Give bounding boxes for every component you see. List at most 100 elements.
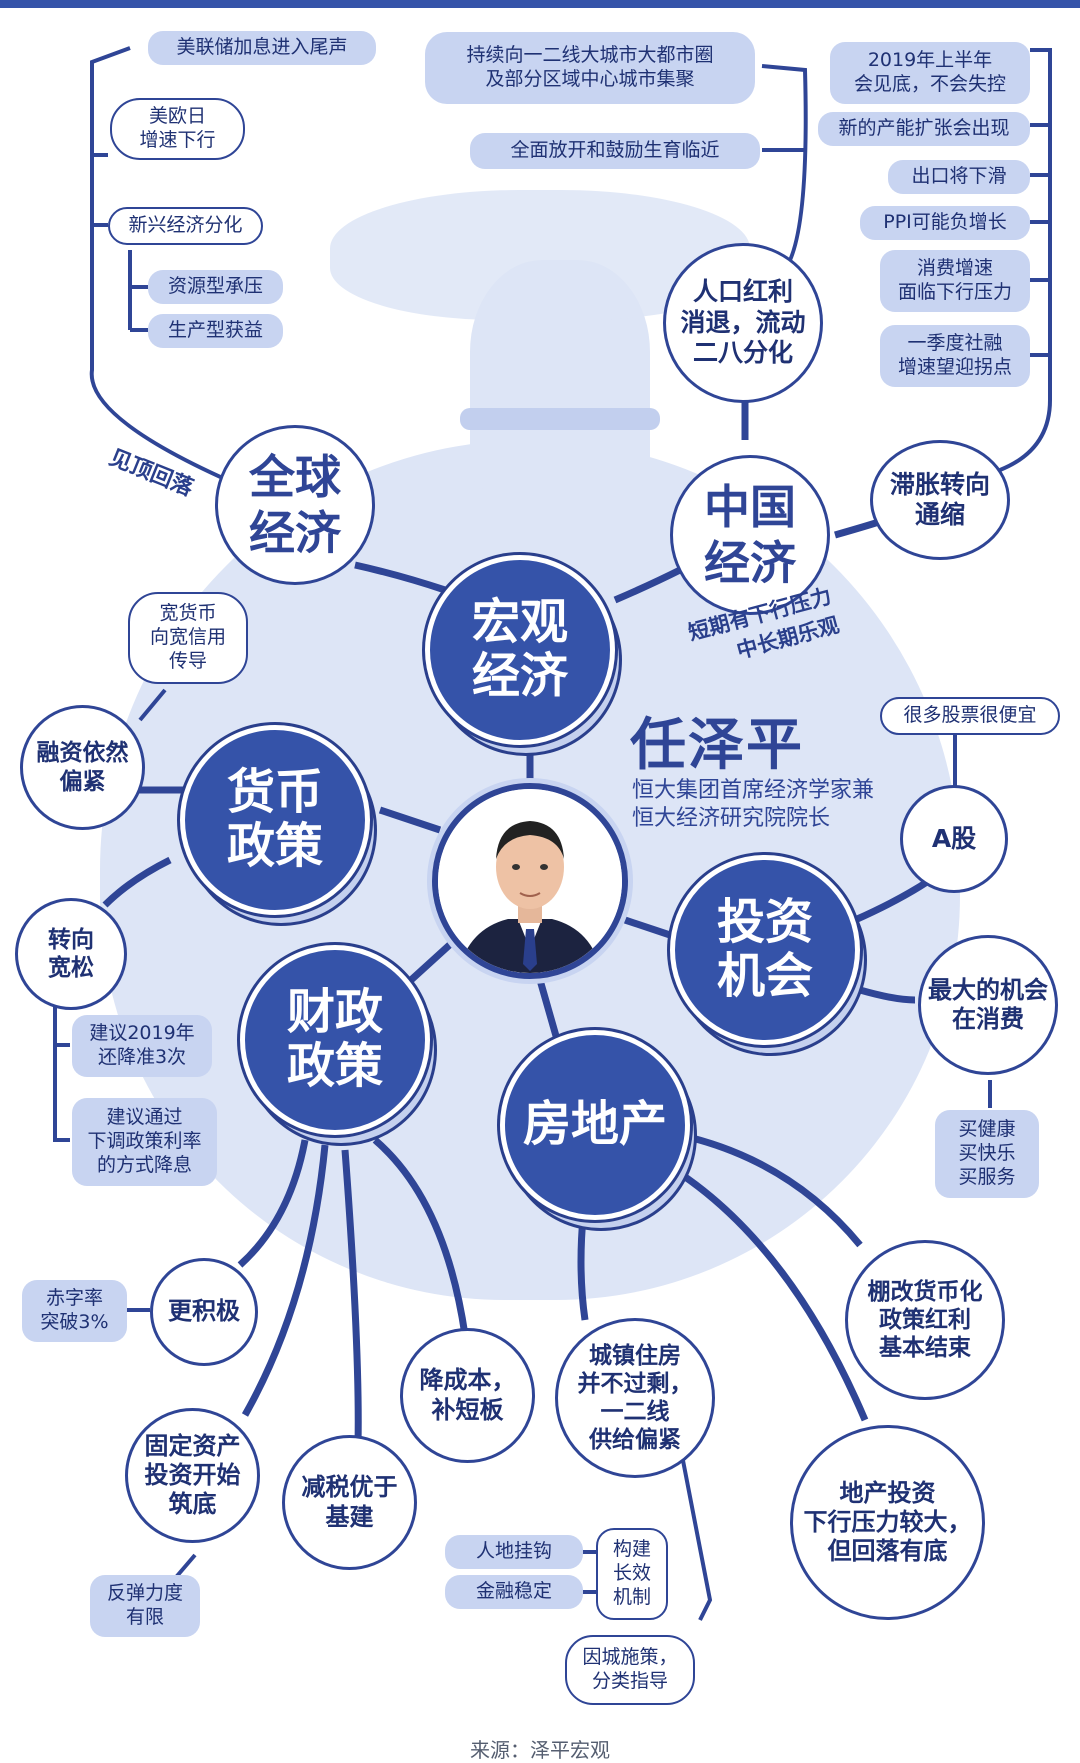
tight-line2: 偏紧: [59, 768, 106, 795]
portrait-avatar: [432, 783, 628, 979]
rate-line1: 建议通过: [106, 1106, 183, 1129]
shantytown-node[interactable]: 棚改货币化 政策红利 基本结束: [845, 1240, 1005, 1400]
buy-line3: 买服务: [958, 1165, 1016, 1188]
china-label-2: 经济: [704, 536, 796, 590]
us-eu-japan-line1: 美欧日: [148, 105, 206, 128]
person-title-line1: 恒大集团首席经济学家兼: [632, 778, 875, 803]
emerging-economy-node[interactable]: 新兴经济分化: [108, 207, 263, 245]
rebound-line2: 有限: [125, 1606, 164, 1628]
resource-pill: 资源型承压: [148, 270, 283, 304]
deficit-pill: 赤字率 突破3%: [22, 1280, 127, 1342]
credit-line1: 宽货币: [159, 602, 217, 625]
fixed-asset-node[interactable]: 固定资产 投资开始 筑底: [125, 1408, 260, 1543]
rate-line3: 的方式降息: [96, 1153, 192, 1176]
us-eu-japan-line2: 增速下行: [139, 129, 216, 151]
investment-hub[interactable]: 投资 机会: [670, 855, 860, 1045]
credit-transmission-node[interactable]: 宽货币 向宽信用 传导: [128, 592, 248, 684]
cost-cut-node[interactable]: 降成本， 补短板: [400, 1328, 535, 1463]
mechanism-line1: 构建: [612, 1538, 651, 1561]
deflation-line1: 滞胀转向: [889, 469, 990, 499]
consumption-node[interactable]: 最大的机会 在消费: [918, 935, 1058, 1075]
point5-line2: 面临下行压力: [897, 281, 1012, 303]
money-bag-tie: [460, 408, 660, 430]
city-policy-node[interactable]: 因城施策， 分类指导: [565, 1635, 695, 1705]
production-pill: 生产型获益: [148, 314, 283, 348]
consumption-line1: 最大的机会: [928, 975, 1048, 1004]
point6-line1: 一季度社融: [907, 332, 1003, 355]
city-cluster-line2: 及部分区域中心城市集聚: [485, 68, 695, 90]
china-point-3: 出口将下滑: [888, 160, 1030, 194]
point1-line1: 2019年上半年: [867, 49, 993, 72]
fixed-asset-line2: 投资开始: [144, 1460, 241, 1489]
credit-line3: 传导: [168, 649, 207, 672]
point1-line2: 会见底，不会失控: [853, 73, 1006, 95]
china-point-2: 新的产能扩张会出现: [818, 112, 1030, 146]
top-bar: [0, 0, 1080, 8]
demographic-line1: 人口红利: [692, 277, 793, 307]
fixed-asset-line3: 筑底: [168, 1490, 217, 1519]
source-caption: 来源：泽平宏观: [470, 1738, 610, 1762]
housing-line1: 城镇住房: [589, 1342, 681, 1369]
demographic-node[interactable]: 人口红利 消退，流动 二八分化: [663, 243, 823, 403]
deficit-line2: 突破3%: [40, 1311, 109, 1333]
birth-policy-pill: 全面放开和鼓励生育临近: [470, 133, 760, 169]
macro-label-line1: 宏观: [471, 594, 568, 651]
fixed-asset-line1: 固定资产: [144, 1431, 241, 1460]
long-term-mechanism-node[interactable]: 构建 长效 机制: [596, 1528, 668, 1620]
mechanism-line2: 长效: [612, 1562, 651, 1585]
cost-cut-line2: 补短板: [431, 1395, 504, 1424]
deficit-line1: 赤字率: [45, 1287, 103, 1310]
shantytown-line3: 基本结束: [879, 1335, 971, 1362]
housing-line2: 并不过剩，: [577, 1370, 693, 1397]
buy-pill: 买健康 买快乐 买服务: [935, 1110, 1039, 1198]
loosen-line2: 宽松: [48, 955, 94, 981]
portrait-illustration: [438, 789, 622, 973]
demographic-line2: 消退，流动: [680, 307, 806, 337]
mechanism-line3: 机制: [612, 1585, 651, 1608]
tax-cut-node[interactable]: 减税优于 基建: [282, 1435, 417, 1570]
macro-label-line2: 经济: [471, 648, 568, 704]
deflation-node[interactable]: 滞胀转向 通缩: [870, 440, 1010, 560]
investment-label-2: 机会: [716, 948, 813, 1004]
global-label-1: 全球: [249, 449, 341, 504]
investment-label-1: 投资: [716, 894, 813, 951]
cheap-stocks-node[interactable]: 很多股票很便宜: [880, 697, 1060, 735]
real-estate-hub[interactable]: 房地产: [500, 1030, 690, 1220]
more-proactive-node[interactable]: 更积极: [150, 1258, 258, 1366]
monetary-label-2: 政策: [226, 818, 323, 874]
macro-economy-hub[interactable]: 宏观 经济: [425, 555, 615, 745]
finance-stable-pill: 金融稳定: [445, 1575, 583, 1609]
global-economy-node[interactable]: 全球 经济: [215, 425, 375, 585]
a-share-node[interactable]: A股: [900, 785, 1008, 893]
deflation-line2: 通缩: [914, 500, 965, 529]
tight-financing-node[interactable]: 融资依然 偏紧: [20, 705, 145, 830]
pressure-line3: 但回落有底: [827, 1537, 948, 1566]
housing-line3: 一二线: [600, 1399, 670, 1425]
china-point-6: 一季度社融 增速望迎拐点: [880, 325, 1030, 387]
land-link-pill: 人地挂钩: [445, 1535, 583, 1569]
person-name: 任泽平: [630, 713, 804, 778]
tax-cut-line2: 基建: [325, 1502, 374, 1531]
rate-line2: 下调政策利率: [87, 1130, 202, 1153]
person-title-line2: 恒大经济研究院院长: [632, 806, 831, 831]
fed-hike-pill: 美联储加息进入尾声: [148, 31, 376, 65]
loosen-line1: 转向: [48, 926, 94, 953]
housing-line4: 供给偏紧: [589, 1427, 681, 1454]
china-point-1: 2019年上半年 会见底，不会失控: [830, 42, 1030, 104]
investment-pressure-node[interactable]: 地产投资 下行压力较大， 但回落有底: [790, 1425, 985, 1620]
china-economy-node[interactable]: 中国 经济: [670, 455, 830, 615]
loosen-node[interactable]: 转向 宽松: [15, 898, 127, 1010]
rebound-line1: 反弹力度: [106, 1582, 183, 1605]
rate-pill: 建议通过 下调政策利率 的方式降息: [72, 1098, 217, 1186]
fiscal-policy-hub[interactable]: 财政 政策: [240, 945, 430, 1135]
urban-housing-node[interactable]: 城镇住房 并不过剩， 一二线 供给偏紧: [555, 1318, 715, 1478]
us-eu-japan-node[interactable]: 美欧日 增速下行: [110, 98, 245, 160]
buy-line1: 买健康: [958, 1118, 1016, 1141]
city-cluster-pill: 持续向一二线大城市大都市圈 及部分区域中心城市集聚: [425, 32, 755, 104]
monetary-policy-hub[interactable]: 货币 政策: [180, 725, 370, 915]
city-cluster-line1: 持续向一二线大城市大都市圈: [466, 44, 714, 67]
point6-line2: 增速望迎拐点: [897, 356, 1012, 378]
shantytown-line1: 棚改货币化: [867, 1278, 983, 1305]
china-point-4: PPI可能负增长: [860, 206, 1030, 240]
